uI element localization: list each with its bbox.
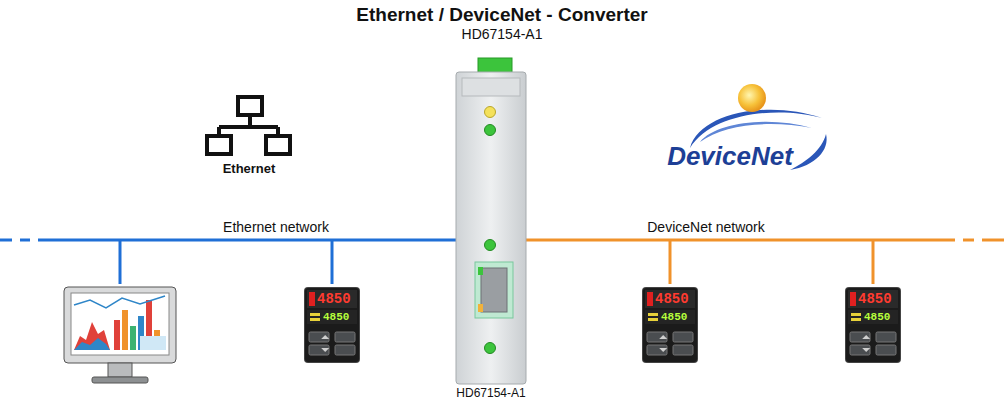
display-digits: 4850 — [323, 312, 349, 323]
network-label: Ethernet network — [223, 220, 329, 235]
model-number: HD67154-A1 — [462, 27, 543, 42]
network-label: DeviceNet network — [647, 220, 765, 235]
devicenet-bus — [525, 240, 1004, 284]
controller: 4850 4850 — [846, 288, 900, 362]
controller: 4850 4850 — [643, 288, 697, 362]
network-name: Ethernet — [223, 162, 276, 176]
display-digits: 4850 — [655, 292, 689, 306]
model-number: HD67154-A1 — [454, 387, 527, 400]
display-digits: 4850 — [317, 292, 351, 306]
display-digits: 4850 — [858, 292, 892, 306]
display-digits: 4850 — [864, 312, 890, 323]
display-digits: 4850 — [661, 312, 687, 323]
title: Ethernet / DeviceNet - Converter — [356, 4, 647, 26]
ethernet-icon — [207, 97, 290, 154]
ethernet-bus — [0, 240, 470, 284]
monitor — [64, 287, 176, 383]
converter-module — [456, 58, 526, 384]
logo-text: DeviceNet — [667, 142, 793, 171]
controller: 4850 4850 — [305, 288, 359, 362]
